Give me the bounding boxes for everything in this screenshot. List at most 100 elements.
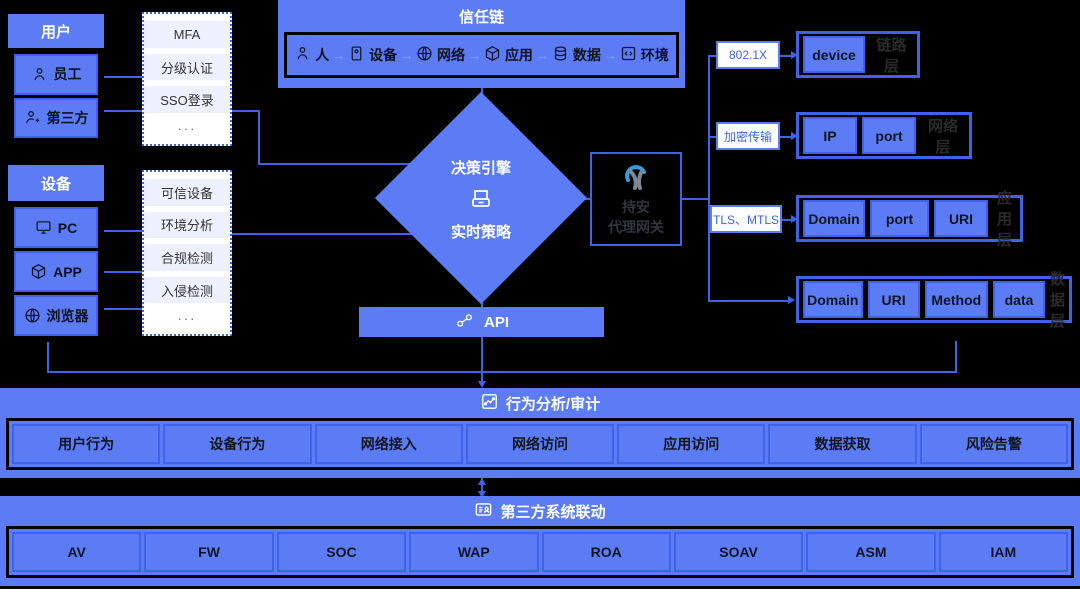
user-item-employee[interactable]: 员工	[14, 54, 98, 95]
trust-chain-item-environment[interactable]: 环境	[620, 45, 669, 65]
gateway-name-secondary: 代理网关	[608, 218, 664, 235]
network-layer-name: 网络层	[927, 117, 958, 156]
thirdparty-cell-iam[interactable]: IAM	[938, 532, 1068, 572]
connector-802-layer	[780, 55, 792, 57]
connector-left-down	[47, 340, 49, 372]
network-globe-icon	[416, 45, 433, 65]
thirdparty-band-row: AV FW SOC WAP ROA SOAV ASM IAM	[6, 526, 1074, 578]
device-item-app[interactable]: APP	[14, 251, 98, 292]
connector-bottom-bus	[47, 371, 957, 373]
auth-item-sso[interactable]: SSO登录	[144, 86, 230, 114]
layer-field-uri: URI	[934, 200, 988, 237]
realtime-policy-label: 实时策略	[450, 224, 511, 241]
data-layer-box: Domain URI Method data 数据层	[796, 271, 1072, 330]
behavior-cell-device[interactable]: 设备行为	[163, 424, 312, 464]
connector-bus-data	[708, 300, 788, 302]
browser-globe-icon	[24, 307, 41, 324]
arrowhead-802-layer	[791, 51, 798, 59]
device-group-body: PC APP 浏览器	[8, 201, 104, 342]
arrowhead-api-down	[478, 381, 486, 388]
decision-engine-node[interactable]: 决策引擎 实时策略	[374, 91, 588, 305]
connector-band-link	[481, 478, 483, 495]
user-item-thirdparty[interactable]: 第三方	[14, 97, 98, 138]
trust-chain-item-person[interactable]: 人	[294, 45, 329, 65]
thirdparty-cell-soc[interactable]: SOC	[276, 532, 407, 572]
connector-bus-crypt	[708, 136, 716, 138]
thirdparty-cell-roa[interactable]: ROA	[541, 532, 671, 572]
environment-icon	[620, 45, 637, 65]
monitor-icon	[35, 219, 52, 236]
connector-bus-802	[708, 55, 716, 57]
behavior-band-title: 行为分析/审计	[505, 395, 601, 413]
device-check-environment[interactable]: 环境分析	[144, 211, 230, 239]
user-item-label: 第三方	[46, 109, 89, 126]
connector-auth-out	[232, 110, 260, 112]
app-cube-icon	[30, 263, 47, 280]
gateway-name-primary: 持安	[622, 199, 650, 215]
trust-chain-item-data[interactable]: 数据	[552, 45, 601, 65]
device-check-intrusion[interactable]: 入侵检测	[144, 276, 230, 304]
arrowhead-tls-layer	[791, 215, 798, 223]
thirdparty-cell-wap[interactable]: WAP	[409, 532, 539, 572]
connector-auth-to-diamond	[258, 163, 428, 165]
connector-dev-browser	[104, 308, 144, 310]
api-label: API	[483, 313, 509, 331]
protocol-label-tls-mtls[interactable]: TLS、MTLS	[710, 205, 782, 233]
database-icon	[552, 45, 569, 65]
trust-chain-label: 设备	[369, 47, 398, 63]
connector-right-down	[955, 341, 957, 372]
layer-field-domain: Domain	[803, 200, 865, 237]
behavior-cell-network-access[interactable]: 网络接入	[314, 424, 463, 464]
layer-field-method: Method	[924, 281, 989, 318]
user-item-label: 员工	[53, 66, 82, 83]
behavior-cell-network-visit[interactable]: 网络访问	[465, 424, 615, 464]
layer-field-ip: IP	[803, 117, 857, 154]
arrowhead-crypt-layer	[791, 132, 798, 140]
device-item-label: 浏览器	[46, 307, 89, 324]
protocol-label-8021x[interactable]: 802.1X	[716, 41, 780, 69]
chart-analysis-icon	[480, 392, 499, 415]
thirdparty-cell-fw[interactable]: FW	[144, 532, 274, 572]
connector-gateway-out	[682, 198, 710, 200]
chevron-right-icon: →	[535, 47, 550, 63]
device-check-compliance[interactable]: 合规检测	[144, 244, 230, 271]
auth-item-mfa[interactable]: MFA	[144, 21, 230, 48]
protocol-label-encrypted-transport[interactable]: 加密传输	[716, 122, 780, 150]
proxy-gateway-node[interactable]: 持安 代理网关	[590, 152, 682, 246]
device-more-ellipsis: ···	[177, 310, 197, 326]
api-bar[interactable]: API	[359, 307, 604, 337]
policy-doc-icon	[469, 186, 493, 215]
trust-chain-item-network[interactable]: 网络	[416, 45, 465, 65]
auth-methods-panel: MFA 分级认证 SSO登录 ···	[142, 12, 232, 146]
trust-chain-item-device[interactable]: 设备	[348, 45, 397, 65]
behavior-cell-data-fetch[interactable]: 数据获取	[768, 424, 917, 464]
thirdparty-cell-asm[interactable]: ASM	[806, 532, 936, 572]
contact-card-icon	[474, 500, 493, 523]
app-cube-icon	[484, 45, 501, 65]
connector-devpanel-to-diamond	[258, 233, 428, 235]
thirdparty-cell-soav[interactable]: SOAV	[673, 532, 804, 572]
data-layer-name: 数据层	[1049, 271, 1065, 330]
thirdparty-cell-av[interactable]: AV	[12, 532, 142, 572]
trust-chain-items: 人 → 设备 → 网络 →	[284, 32, 679, 78]
behavior-band-header: 行为分析/审计	[0, 388, 1080, 418]
layer-field-port: port	[870, 200, 929, 237]
trust-chain-item-app[interactable]: 应用	[484, 45, 533, 65]
device-group-title: 设备	[8, 165, 104, 201]
layer-field-port: port	[862, 117, 916, 154]
device-check-trusted[interactable]: 可信设备	[144, 179, 230, 206]
chian-logo-icon	[620, 162, 652, 197]
auth-item-graded[interactable]: 分级认证	[144, 53, 230, 81]
device-item-pc[interactable]: PC	[14, 207, 98, 248]
chevron-right-icon: →	[331, 47, 346, 63]
behavior-cell-app-visit[interactable]: 应用访问	[617, 424, 766, 464]
arrowhead-band-up	[478, 478, 486, 485]
connector-devpanel-out	[232, 233, 260, 235]
thirdparty-integration-band: 第三方系统联动 AV FW SOC WAP ROA SOAV ASM IAM	[0, 496, 1080, 586]
device-item-label: PC	[57, 219, 78, 236]
behavior-cell-user[interactable]: 用户行为	[12, 424, 161, 464]
device-item-browser[interactable]: 浏览器	[14, 295, 98, 336]
link-layer-box: device 链路层	[796, 31, 920, 78]
behavior-cell-risk-alert[interactable]: 风险告警	[919, 424, 1068, 464]
